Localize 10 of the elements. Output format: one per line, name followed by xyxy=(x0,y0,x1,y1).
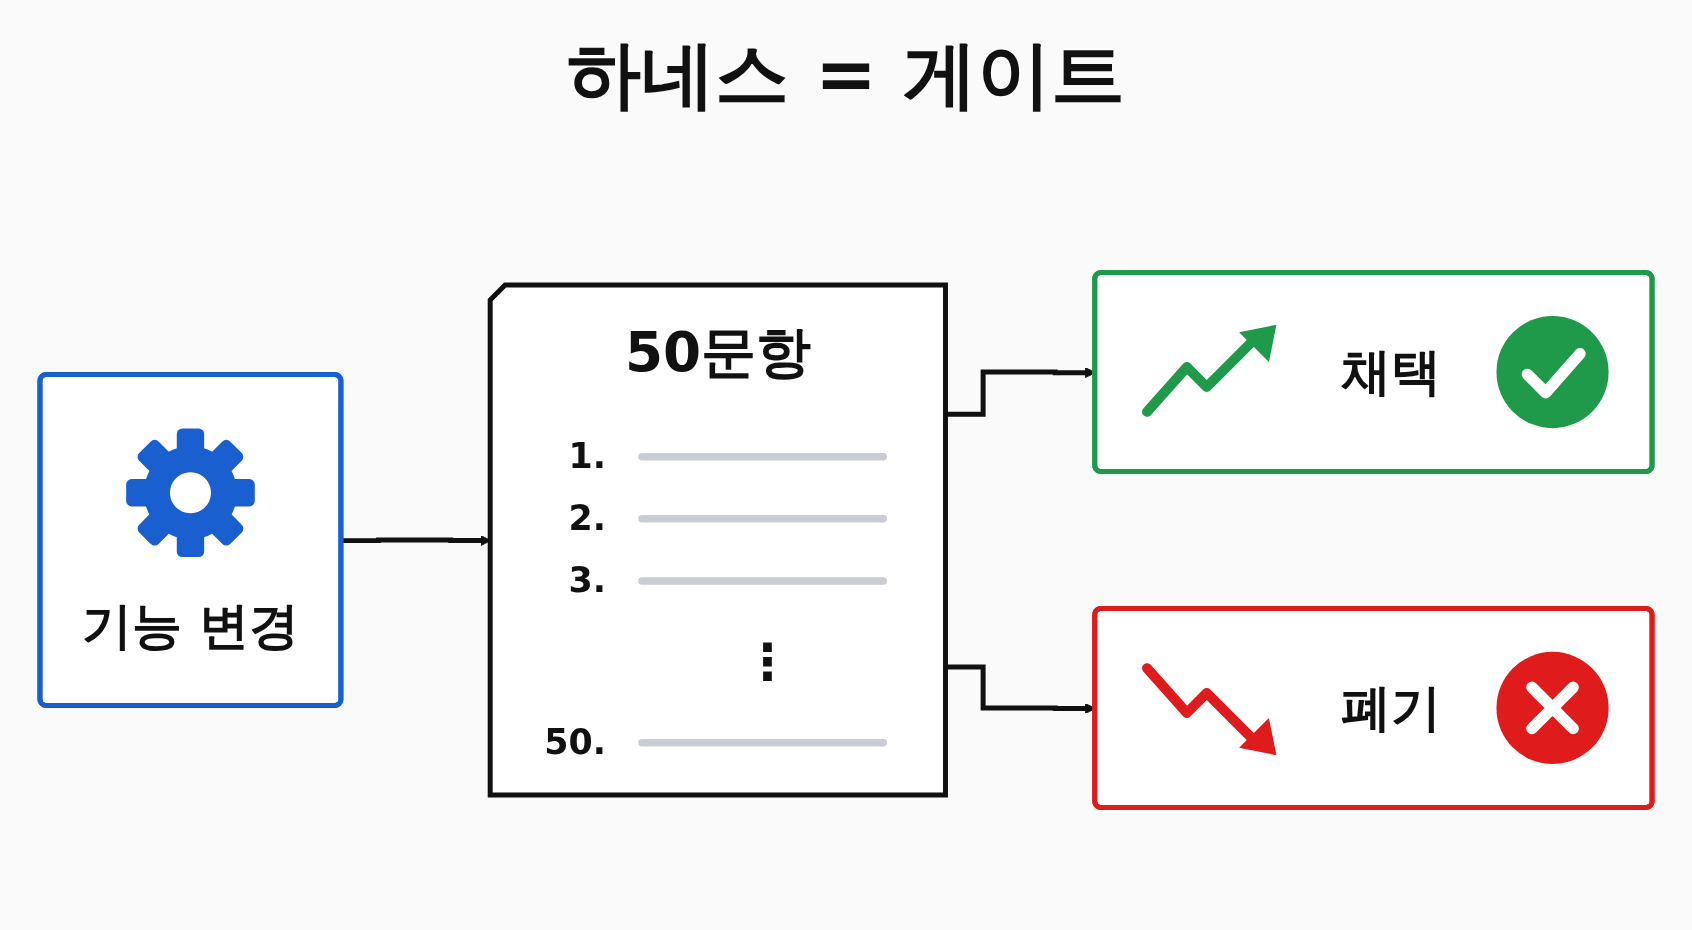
node-label: 기능 변경 xyxy=(82,596,299,657)
list-number: 1. xyxy=(567,434,606,479)
list-number: 50. xyxy=(543,720,606,765)
node-label: 폐기 xyxy=(1341,678,1441,739)
list-number: 3. xyxy=(567,558,606,603)
ellipsis-dots: ⋮ xyxy=(742,632,793,693)
title: 하네스 = 게이트 xyxy=(566,30,1126,116)
document-heading: 50문항 xyxy=(625,318,811,386)
list-number: 2. xyxy=(567,496,606,541)
node-label: 채택 xyxy=(1341,342,1441,403)
